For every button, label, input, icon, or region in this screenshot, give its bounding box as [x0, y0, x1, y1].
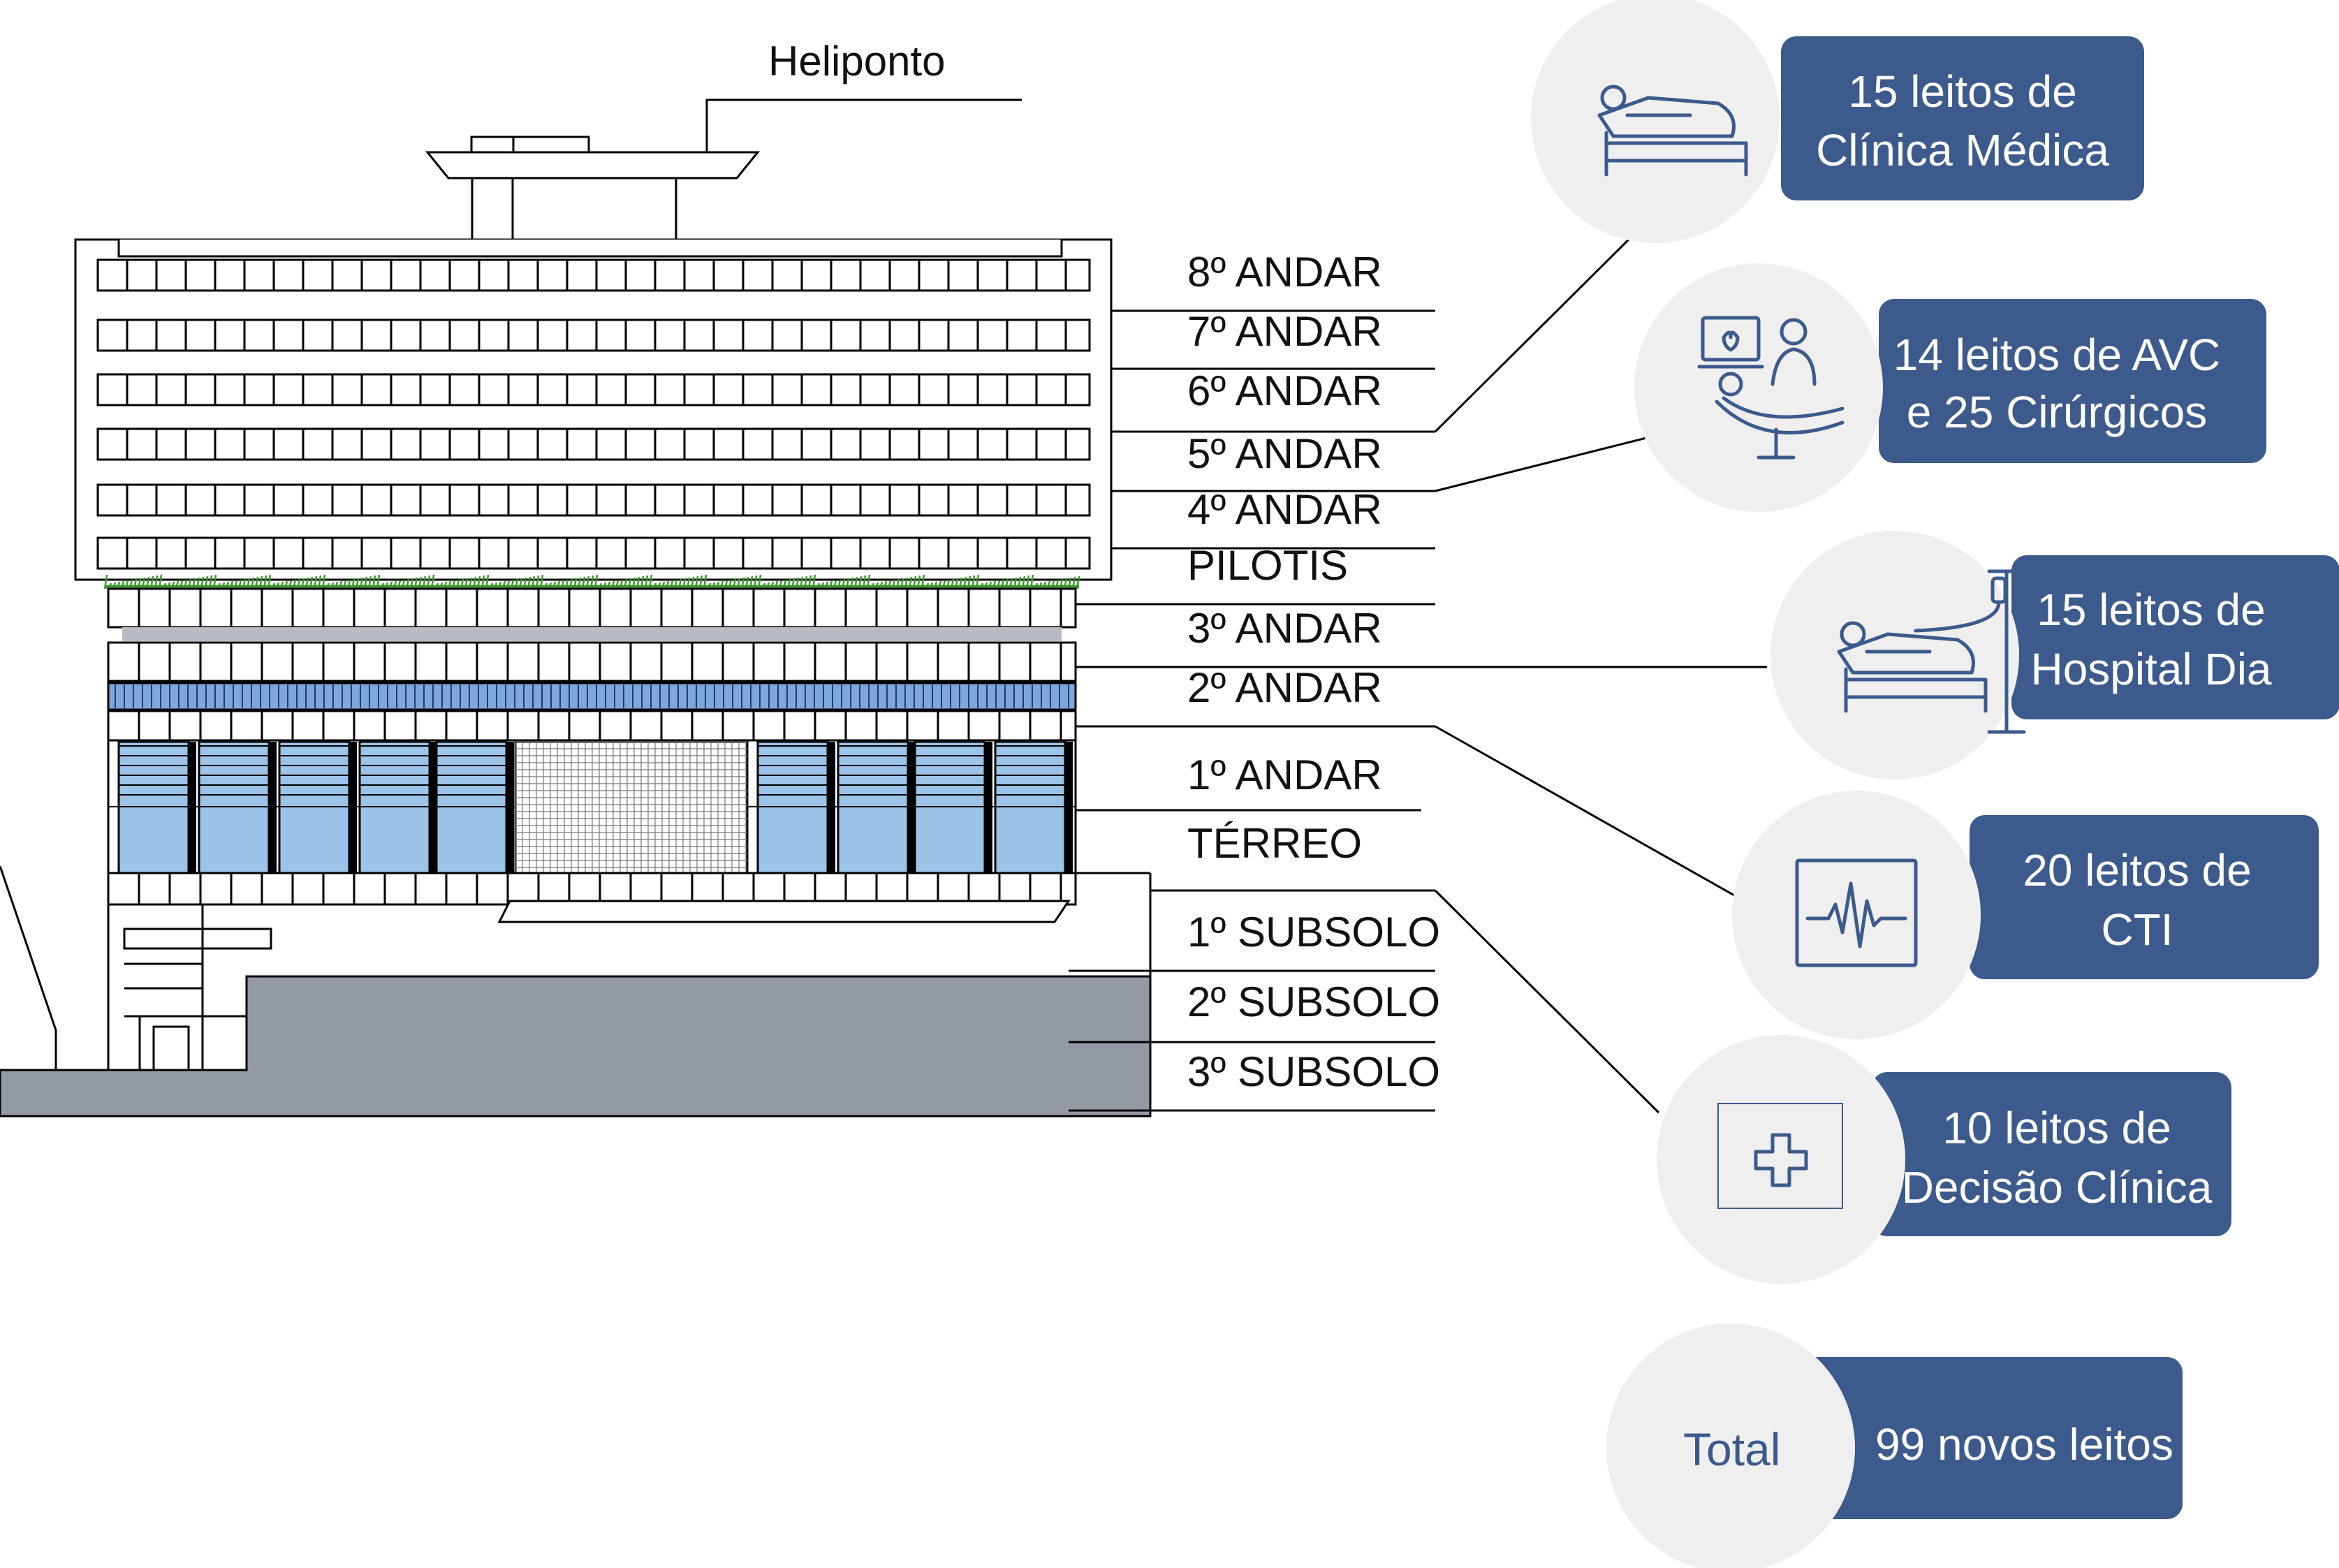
bed-card-line: Clínica Médica	[1816, 125, 2109, 175]
floor-label-1: 7º ANDAR	[1187, 308, 1382, 355]
bed-card-line: 15 leitos de	[2037, 585, 2265, 635]
blue-stripe	[107, 682, 1077, 711]
floor-labels: 8º ANDAR 7º ANDAR 6º ANDAR 5º ANDAR 4º ANDAR…	[1187, 249, 1440, 1095]
bed-card-line: 14 leitos de AVC	[1893, 330, 2220, 380]
bed-card-2: 15 leitos de Hospital Dia	[1770, 531, 2339, 779]
hospital-bed-patient-icon	[1597, 85, 1748, 177]
total-card: Total 99 novos leitos	[1606, 1324, 2183, 1568]
bed-card-0: 15 leitos de Clínica Médica	[1531, 0, 2144, 243]
bed-card-3: 20 leitos de CTI	[1732, 791, 2319, 1039]
floor-label-11: 2º SUBSOLO	[1187, 979, 1440, 1025]
mesh-screen	[514, 740, 749, 874]
floor-leader-lines	[1069, 309, 1435, 1112]
bed-card-box	[1970, 815, 2319, 979]
floor-label-7: 2º ANDAR	[1187, 664, 1382, 711]
floor-label-12: 3º SUBSOLO	[1187, 1048, 1440, 1095]
total-card-circle	[1606, 1324, 1855, 1568]
floor-label-6: 3º ANDAR	[1187, 605, 1382, 652]
connector-avc-cirurgicos	[1435, 432, 1666, 492]
total-card-box	[1770, 1357, 2183, 1519]
floor-label-3: 5º ANDAR	[1187, 430, 1382, 477]
first-floor-glass-panels	[108, 740, 1076, 874]
bed-card-line: e 25 Cirúrgicos	[1907, 387, 2207, 437]
basement-mass	[0, 975, 1152, 1118]
floor-label-8: 1º ANDAR	[1187, 752, 1382, 798]
bed-card-line: 10 leitos de	[1942, 1103, 2171, 1153]
stripe-ticks	[115, 684, 1069, 708]
iv-drip-bed-icon	[1837, 569, 2026, 734]
total-value: 99 novos leitos	[1875, 1419, 2173, 1470]
bed-card-1: 14 leitos de AVC e 25 Cirúrgicos	[1634, 263, 2266, 512]
ecg-monitor-icon	[1795, 858, 1918, 967]
bed-card-line: Hospital Dia	[2030, 644, 2271, 694]
floor-label-0: 8º ANDAR	[1187, 249, 1382, 295]
podium-3rd-floor	[107, 587, 1077, 629]
card-connector-lines	[1434, 233, 1767, 1114]
floor-label-10: 1º SUBSOLO	[1187, 909, 1440, 955]
floor-label-4: 4º ANDAR	[1187, 486, 1382, 533]
bed-card-line: CTI	[2101, 904, 2173, 955]
pilotis-garden	[103, 574, 1080, 589]
podium-window-grid	[138, 589, 1062, 740]
floor-label-9: TÉRREO	[1187, 820, 1362, 867]
bed-card-line: 20 leitos de	[2023, 845, 2251, 895]
bed-card-box	[1879, 299, 2266, 463]
bed-card-4: 10 leitos de Decisão Clínica	[1657, 1035, 2231, 1284]
bed-cards: 15 leitos de Clínica Médica 14 leitos de A…	[1531, 0, 2339, 1284]
floor-label-2: 6º ANDAR	[1187, 367, 1382, 414]
bed-card-circle	[1770, 531, 2019, 779]
medical-cross-icon	[1717, 1103, 1843, 1209]
bed-card-line: 15 leitos de	[1848, 66, 2076, 117]
bed-card-box	[2011, 555, 2339, 719]
floor-label-5: PILOTIS	[1187, 542, 1348, 589]
ground-floor	[107, 872, 1077, 906]
entrance-canopy	[497, 900, 1071, 923]
heliponto-label: Heliponto	[768, 38, 946, 85]
doctor-patient-monitor-icon	[1697, 316, 1845, 460]
tower-floor-bands	[96, 258, 1091, 570]
heliport-structure	[425, 98, 1022, 258]
bed-card-box	[1781, 36, 2144, 200]
bed-card-circle	[1531, 0, 1780, 243]
podium-2nd-floor	[107, 641, 1077, 682]
bed-card-line: Decisão Clínica	[1902, 1162, 2213, 1212]
connector-decisao-clinica	[1434, 889, 1660, 1114]
connector-cti	[1435, 725, 1736, 897]
bed-card-box	[1872, 1072, 2231, 1236]
bed-card-circle	[1634, 263, 1883, 512]
tower-block	[74, 238, 1113, 581]
connector-clinica-medica	[1434, 233, 1636, 433]
building-elevation	[0, 98, 1152, 1118]
total-label: Total	[1683, 1423, 1780, 1475]
bed-card-circle	[1657, 1035, 1905, 1284]
